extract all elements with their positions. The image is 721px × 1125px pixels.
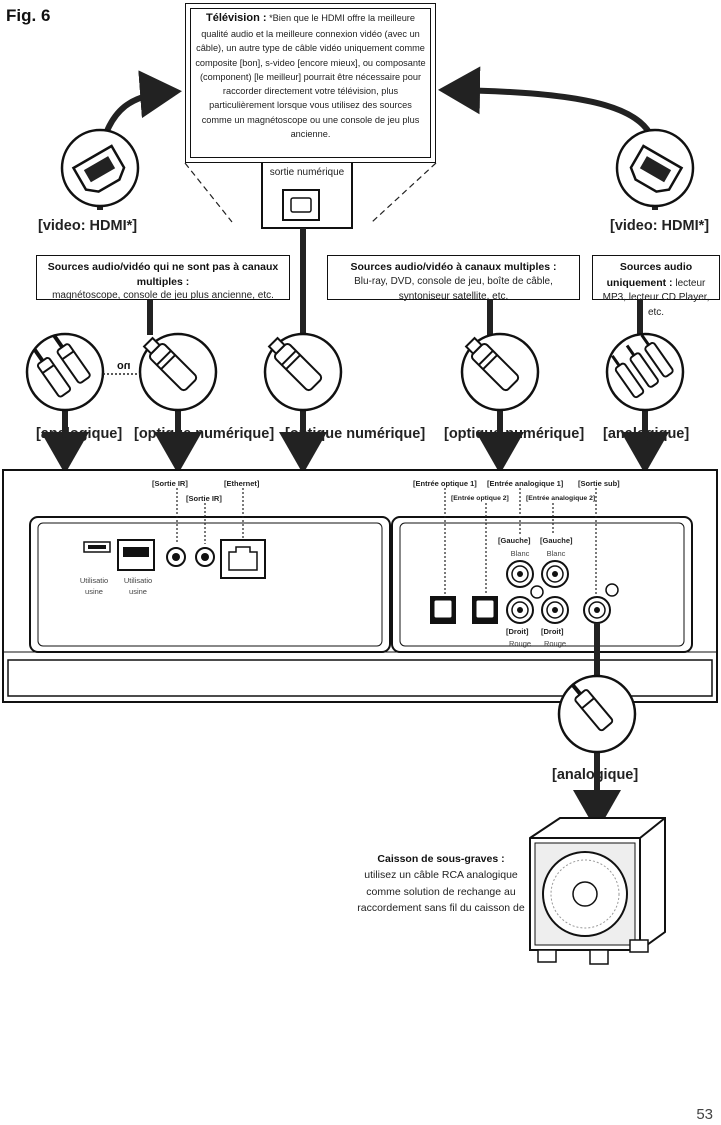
source-multichannel-body: Blu-ray, DVD, console de jeu, boîte de c…	[354, 276, 553, 302]
tv-note-body: *Bien que le HDMI offre la meilleure qua…	[195, 13, 426, 139]
cable-label-optical-3: [optique numérique]	[444, 426, 585, 442]
digital-output-block	[261, 155, 353, 229]
source-box-audio-only: Sources audio uniquement : lecteur MP3, …	[592, 255, 720, 318]
port-sub-out: [Sortie sub]	[578, 479, 620, 488]
subwoofer-icon	[529, 817, 666, 965]
port-right-1: [Droit]	[506, 627, 529, 636]
port-optical-in-1: [Entrée optique 1]	[413, 479, 477, 488]
hdmi-right-arrow	[438, 66, 658, 146]
optical-connector-1-icon	[138, 332, 218, 412]
hdmi-label-left: [video: HDMI*]	[38, 218, 138, 234]
cable-label-analog-right: [analogique]	[603, 426, 690, 442]
source-non-multichannel-body: magnétoscope, console de jeu plus ancien…	[52, 290, 274, 302]
port-left-1: [Gauche]	[498, 536, 531, 545]
subwoofer-title: Caisson de sous-graves :	[377, 853, 505, 865]
tv-note-box: Télévision : *Bien que le HDMI offre la …	[185, 3, 436, 163]
port-right-2: [Droit]	[541, 627, 564, 636]
port-white-2: Blanc	[546, 549, 566, 558]
digital-out-label: sortie numérique	[269, 167, 345, 178]
or-label: ou	[115, 360, 133, 372]
optical-connector-2-icon	[263, 332, 343, 412]
subwoofer-body: utilisez un câble RCA analogique comme s…	[357, 869, 525, 914]
source-audio-only-body: lecteur MP3, lecteur CD Player, etc.	[602, 277, 710, 318]
cable-label-optical-2: [optique numérique]	[285, 426, 426, 442]
rca-connector-sub-icon	[557, 674, 637, 754]
source-multichannel-title: Sources audio/vidéo à canaux multiples :	[350, 261, 557, 273]
cable-label-analog-left: [analogique]	[36, 426, 123, 442]
port-ir-out-1: [Sortie IR]	[152, 479, 188, 488]
port-red-2: Rouge	[543, 639, 567, 648]
source-non-multichannel-title: Sources audio/vidéo qui ne sont pas à ca…	[47, 261, 279, 288]
rca-connector-left-icon	[25, 332, 105, 412]
page-number: 53	[696, 1106, 713, 1123]
source-box-multichannel: Sources audio/vidéo à canaux multiples :…	[327, 255, 580, 302]
source-audio-only-title: Sources audio uniquement :	[606, 261, 693, 289]
port-analog-in-1: [Entrée analogique 1]	[487, 479, 564, 488]
hdmi-label-right: [video: HDMI*]	[610, 218, 710, 234]
port-analog-in-2: [Entrée analogique 2]	[526, 495, 596, 502]
tv-note-title: Télévision :	[206, 12, 267, 24]
rca-connector-right-icon	[605, 332, 685, 412]
port-ethernet: [Ethernet]	[224, 479, 260, 488]
port-ir-out-2: [Sortie IR]	[186, 494, 222, 503]
port-left-2: [Gauche]	[540, 536, 573, 545]
cable-label-optical-1: [optique numérique]	[134, 426, 275, 442]
hdmi-connector-right-icon	[615, 128, 695, 208]
hdmi-connector-left-icon	[60, 128, 140, 208]
source-box-non-multichannel: Sources audio/vidéo qui ne sont pas à ca…	[36, 255, 290, 302]
optical-connector-3-icon	[460, 332, 540, 412]
port-red-1: Rouge	[508, 639, 532, 648]
port-optical-in-2: [Entrée optique 2]	[451, 495, 509, 502]
port-white-1: Blanc	[510, 549, 530, 558]
subwoofer-note: Caisson de sous-graves : utilisez un câb…	[356, 851, 526, 916]
port-factory-2: Utilisatio usine	[123, 576, 153, 597]
figure-label: Fig. 6	[6, 6, 51, 25]
cable-label-analog-sub: [analogique]	[552, 767, 639, 783]
port-factory-1: Utilisatio usine	[79, 576, 109, 597]
